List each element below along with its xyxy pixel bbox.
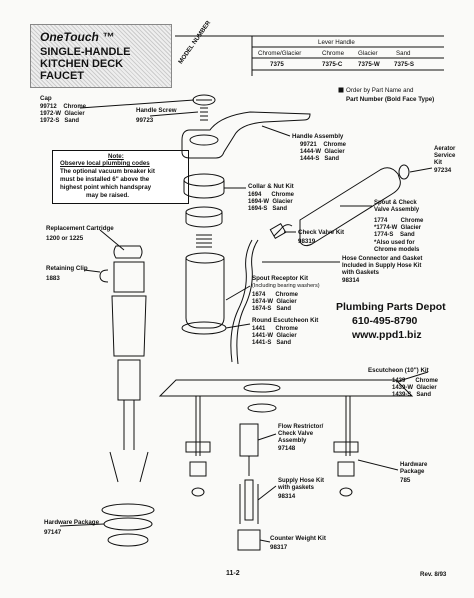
title-line-3: FAUCET [40,70,84,82]
num-retaining-clip: 1883 [46,275,60,282]
also-used-note: *Also used for Chrome models [374,240,420,253]
label-spout-check: Spout & Check Valve Assembly [374,200,420,213]
order-note-line-1: Order by Part Name and [346,87,414,94]
label-handle-screw: Handle Screw [136,107,177,114]
nums-handle-assembly: 99721 Chrome 1444-W Glacier 1444-S Sand [300,142,347,162]
note-line-5: may be raised. [86,192,129,199]
model-7375-c: 7375-C [322,61,343,68]
label-check-valve: Check Valve Kit [298,229,345,236]
brand-name: OneTouch ™ [40,30,115,44]
num-supply-hose: 98314 [278,493,296,500]
label-flow-restrictor: Flow Restrictor/ Check Valve Assembly [278,424,324,444]
model-7375-w: 7375-W [358,61,380,68]
nums-escutcheon-10: 1439 Chrome 1439-W Glacier 1439-S Sand [392,378,439,398]
dealer-name: Plumbing Parts Depot [336,301,446,313]
nums-cap: 99712 Chrome 1972-W Glacier 1972-S Sand [40,104,87,124]
title-block [30,24,172,88]
num-handle-screw: 99723 [136,117,154,124]
label-cap: Cap [40,95,52,102]
label-hardware-package-left: Hardware Package [44,519,100,526]
label-replacement-cartridge: Replacement Cartridge [46,225,114,232]
title-line-1: SINGLE-HANDLE [40,46,131,58]
dealer-phone: 610-495-8790 [352,315,418,327]
note-line-2: The optional vacuum breaker kit [60,168,155,175]
note-line-1: Observe local plumbing codes [60,160,150,167]
note-line-3: must be installed 6" above the [60,176,150,183]
label-escutcheon-10: Escutcheon (10") Kit [368,367,429,374]
label-counter-weight: Counter Weight Kit [270,535,326,542]
nums-spout-check: 1774 Chrome *1774-W Glacier 1774-S Sand [374,218,424,238]
lever-handle-label: Lever Handle [318,39,355,46]
dealer-url[interactable]: www.ppd1.biz [352,329,422,341]
note-line-4: highest point which handspray [60,184,152,191]
num-hardware-package-left: 97147 [44,529,62,536]
col-chrome: Chrome [322,50,345,57]
num-check-valve: 98319 [298,238,316,245]
order-note-line-2: Part Number (Bold Face Type) [346,96,435,103]
revision-date: Rev. 8/93 [420,571,447,578]
num-replacement-cartridge: 1200 or 1225 [46,235,84,242]
sub-spout-receptor: (Including bearing washers) [252,283,320,289]
note-title: Note: [108,153,124,160]
page-number: 11-2 [226,570,240,577]
label-hardware-package-right: Hardware Package [400,462,428,475]
model-7375-s: 7375-S [394,61,414,68]
label-collar-nut: Collar & Nut Kit [248,183,294,190]
col-sand: Sand [396,50,411,57]
col-chrome-glacier: Chrome/Glacier [258,50,302,57]
num-counter-weight: 98317 [270,544,288,551]
num-hardware-package-right: 785 [400,477,411,484]
label-hose-connector: Hose Connector and Gasket Included in Su… [342,256,423,276]
num-hose-connector: 98314 [342,277,360,284]
label-handle-assembly: Handle Assembly [292,133,344,140]
title-line-2: KITCHEN DECK [40,58,124,70]
label-retaining-clip: Retaining Clip [46,265,88,272]
num-flow-restrictor: 97148 [278,445,296,452]
nums-collar-nut: 1694 Chrome 1694-W Glacier 1694-S Sand [248,192,295,212]
nums-spout-receptor: 1674 Chrome 1674-W Glacier 1674-S Sand [252,292,299,312]
num-aerator: 97234 [434,167,452,174]
label-round-escutcheon: Round Escutcheon Kit [252,317,319,324]
label-aerator: Aerator Service Kit [434,146,456,166]
nums-round-escutcheon: 1441 Chrome 1441-W Glacier 1441-S Sand [252,326,299,346]
note-box [52,150,189,204]
label-supply-hose: Supply Hose Kit with gaskets [278,478,325,491]
col-glacier: Glacier [358,50,378,57]
label-spout-receptor: Spout Receptor Kit [252,275,309,282]
model-7375: 7375 [270,61,284,68]
